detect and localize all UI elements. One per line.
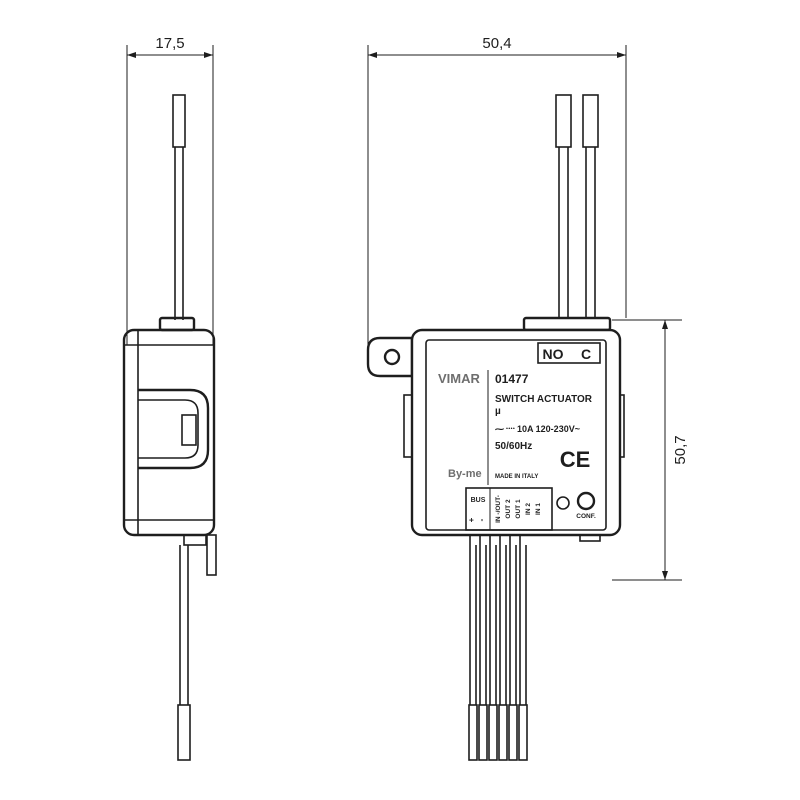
terminal-label-4: IN 1 xyxy=(535,503,542,515)
terminal-label-0: IN -/OUT- xyxy=(495,495,502,523)
product-frequency: 50/60Hz xyxy=(495,441,532,452)
bottom-wire xyxy=(508,535,518,761)
side-body xyxy=(122,316,217,576)
side-bottom-wire xyxy=(177,545,191,761)
width-dimension: 50,4 xyxy=(367,35,627,345)
brand-logo: VIMAR xyxy=(438,371,481,386)
bus-label: BUS xyxy=(471,497,486,504)
terminal-label-3: IN 2 xyxy=(525,503,532,515)
product-line: By-me xyxy=(448,468,482,480)
ce-mark: CE xyxy=(560,447,591,472)
product-mu: µ xyxy=(495,406,501,417)
top-connector xyxy=(522,316,612,332)
front-view: 50,4 50,7 xyxy=(366,35,689,761)
bottom-wire xyxy=(468,535,478,761)
housing xyxy=(410,328,622,537)
terminal-label-2: OUT 1 xyxy=(515,499,522,519)
side-view: 17,5 xyxy=(122,35,217,761)
product-title: SWITCH ACTUATOR xyxy=(495,394,593,405)
bottom-wire xyxy=(498,535,508,761)
bus-minus: - xyxy=(477,518,486,521)
side-top-wire xyxy=(172,94,186,320)
relay-c-label: C xyxy=(581,346,591,362)
made-in-label: MADE IN ITALY xyxy=(495,474,538,480)
product-code: 01477 xyxy=(495,372,529,386)
mounting-ear xyxy=(366,336,414,378)
relay-no-label: NO xyxy=(543,346,564,362)
bottom-wire-bundle xyxy=(468,535,528,761)
status-led xyxy=(556,496,570,510)
product-rating: ⁓᠁ 10A 120-230V~ xyxy=(495,424,580,434)
relay-label-box xyxy=(537,342,601,364)
terminal-label-1: OUT 2 xyxy=(505,499,512,519)
terminal-box xyxy=(465,487,553,531)
depth-dimension-label: 17,5 xyxy=(155,35,184,52)
relay-wires xyxy=(555,94,599,320)
bottom-wire xyxy=(488,535,498,761)
width-dimension-label: 50,4 xyxy=(482,35,511,52)
height-dimension: 50,7 xyxy=(612,319,689,581)
depth-dimension: 17,5 xyxy=(126,35,214,345)
bottom-wire xyxy=(478,535,488,761)
height-dimension-label: 50,7 xyxy=(672,435,689,464)
bottom-clip xyxy=(579,534,601,542)
terminal-block: BUS + - IN -/OUT- OUT 2 OUT 1 IN 2 IN 1 xyxy=(465,487,553,531)
bottom-wire xyxy=(518,535,528,761)
bus-plus: + xyxy=(467,517,476,522)
conf-button[interactable] xyxy=(576,491,596,511)
conf-label: CONF. xyxy=(576,513,596,520)
